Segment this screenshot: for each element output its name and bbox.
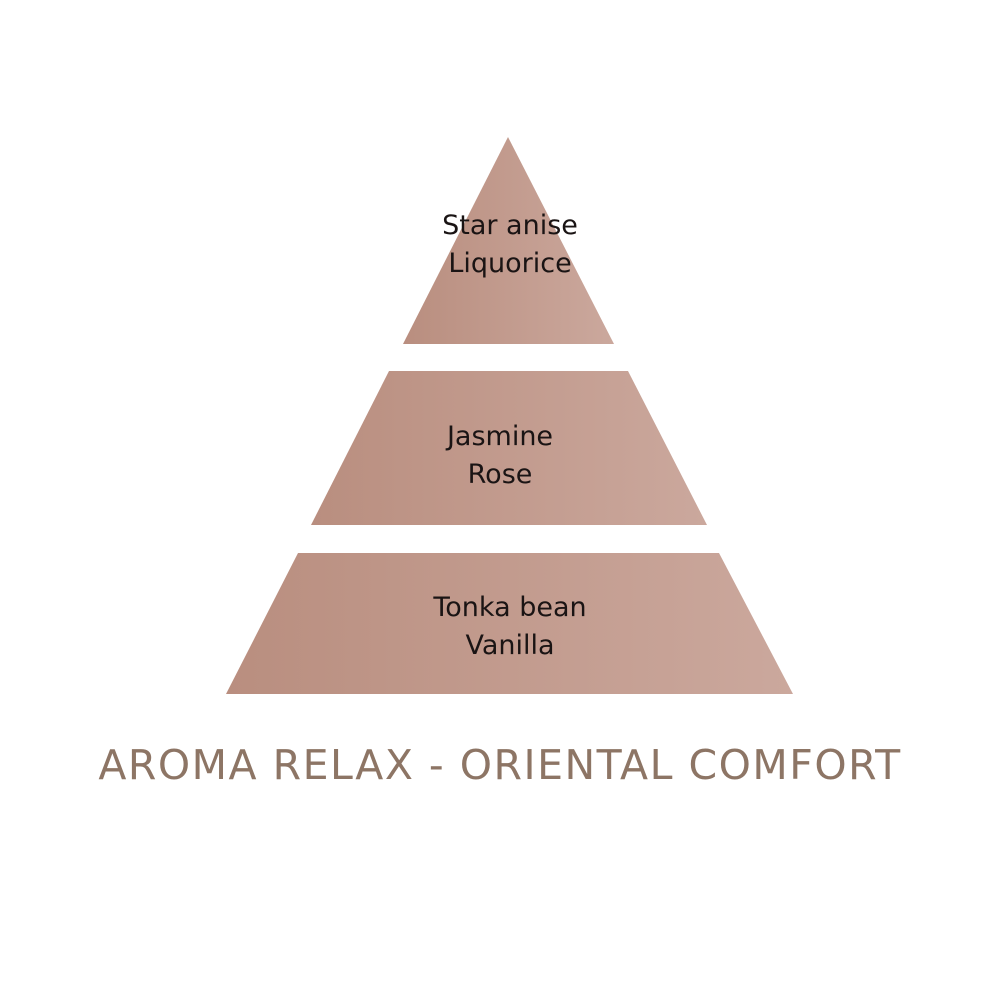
base-notes-trapezoid	[226, 553, 793, 694]
heart-note-2: Rose	[467, 459, 533, 490]
top-notes-triangle	[403, 137, 614, 344]
heart-notes-trapezoid	[311, 371, 707, 525]
base-note-2: Vanilla	[465, 630, 555, 661]
base-note-1: Tonka bean	[433, 592, 587, 623]
base-notes-label: Tonka bean Vanilla	[310, 589, 710, 665]
top-note-1: Star anise	[442, 210, 578, 241]
heart-notes-label: Jasmine Rose	[300, 418, 700, 494]
top-note-2: Liquorice	[448, 248, 572, 279]
fragrance-title: AROMA RELAX - ORIENTAL COMFORT	[98, 741, 902, 789]
top-notes-label: Star anise Liquorice	[310, 207, 710, 283]
heart-note-1: Jasmine	[446, 421, 554, 452]
